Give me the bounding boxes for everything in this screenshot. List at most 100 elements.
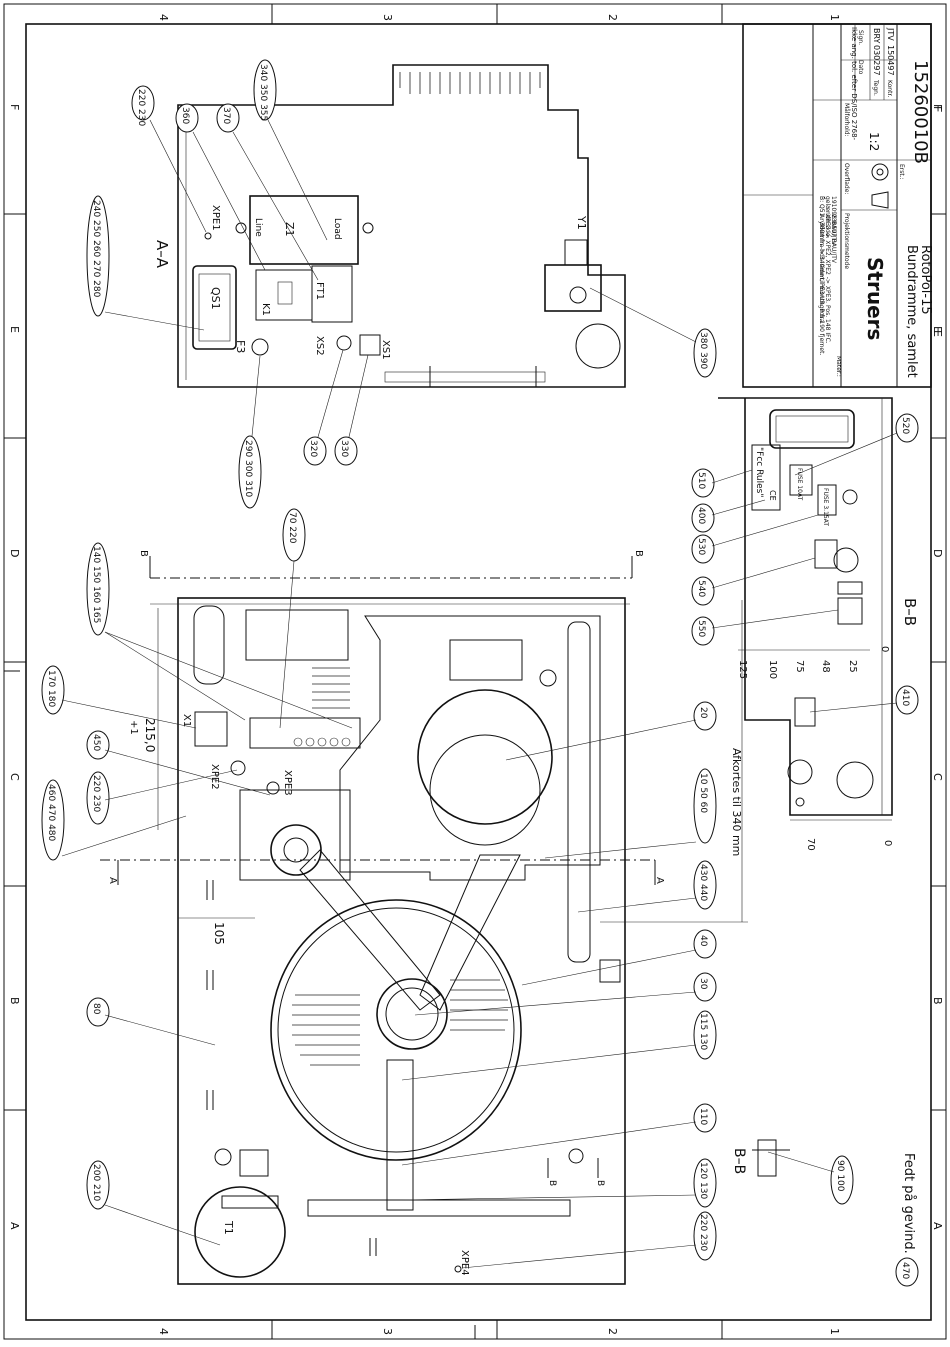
main-assembly-view: B B A A X1 XP: [100, 550, 665, 1285]
label-fuse-b: FUSE 3.15AT: [822, 488, 829, 526]
wheel-grille: [292, 979, 508, 1066]
dim-afkortes: Afkortes til 340 mm: [730, 748, 743, 856]
balloon-170-180: 170 180: [41, 665, 197, 729]
scale-48: 48: [820, 660, 831, 673]
scale-125: 125: [737, 660, 748, 679]
balloon-number: 430 440: [698, 864, 708, 901]
balloon-340-350-355: 340 350 355: [253, 59, 328, 241]
balloon-460-480: 460 470 480: [41, 779, 187, 861]
scale-25: 25: [847, 660, 858, 673]
dim-0: 0: [882, 840, 893, 846]
row-label-left-E: E: [8, 326, 21, 333]
section-aa-title: A–A: [153, 240, 171, 269]
balloon-220-230-a: 220 230: [131, 85, 207, 233]
scale-0: 0: [879, 646, 890, 652]
balloon-10-50-60: 10 50 60: [544, 768, 717, 859]
company-logo: Struers: [863, 257, 887, 340]
balloon-140-165: 140 150 160 165: [86, 542, 353, 729]
row-label-right-C: C: [931, 773, 944, 781]
balloon-number: 80: [91, 1003, 101, 1015]
balloon-number: 370: [221, 107, 231, 124]
drawing-title-line1: Bundramme, samlet: [904, 245, 919, 378]
balloon-115-130: 115 130: [401, 1010, 717, 1081]
rev-b-line2: gelænde side.: [824, 196, 831, 239]
frame-labels: 4 3 2 1 4 3 2 1 F E D C B A F E D C B A: [8, 14, 944, 1335]
label-xs1: XS1: [380, 340, 391, 360]
balloon-240-280: 240 250 260 270 280: [86, 195, 205, 331]
balloon-number: 220 230: [136, 89, 146, 126]
balloon-number: 40: [698, 935, 708, 947]
section-bb-view: "Fcc Rules" CE FUSE 10AT FUSE 3.15AT 125…: [718, 397, 919, 851]
tolerance-header: Målforhold:: [843, 103, 850, 137]
balloon-number: 120 130: [698, 1162, 708, 1199]
balloon-number: 20: [698, 707, 708, 719]
balloon-520: 520: [794, 413, 919, 476]
balloon-30: 30: [414, 972, 717, 1016]
balloon-70-220: 70 220: [279, 508, 306, 729]
balloon-110: 110: [401, 1103, 717, 1166]
checked-label: Kontr.: [886, 80, 893, 97]
material-header: Mater.:: [835, 356, 842, 377]
drawing-title-line2: RotoPol-15: [918, 245, 933, 315]
balloon-220-230-c: 220 230: [461, 1211, 717, 1269]
label-f3: F3: [234, 340, 247, 353]
balloon-number: 220 230: [91, 775, 101, 812]
cut-b-left: B: [138, 550, 149, 557]
balloon-530: 530: [691, 514, 819, 564]
row-label-left-D: D: [8, 549, 21, 557]
balloon-20: 20: [505, 701, 717, 761]
balloon-number: 200 210: [91, 1164, 101, 1201]
scale-75: 75: [794, 660, 805, 673]
row-label-right-E: E: [931, 326, 944, 333]
balloon-510: 510: [691, 468, 753, 498]
label-qs1: QS1: [209, 287, 222, 310]
label-ft1: FT1: [314, 282, 325, 300]
dim-215: 215,0: [143, 718, 157, 752]
note-grease: Fedt på gevind.: [901, 1153, 916, 1254]
dim-105: 105: [212, 922, 226, 945]
label-z1-line: Line: [253, 218, 263, 237]
balloon-number: 220 230: [698, 1214, 708, 1251]
section-aa-view: QS1 XPE1 Line Z1 Load K1 FT1 F3 XS2 XS1 …: [153, 64, 626, 388]
balloon-number: 360: [180, 107, 190, 124]
balloon-number: 115 130: [698, 1013, 708, 1050]
drawn-sign: BRY: [872, 28, 881, 44]
label-xpe1: XPE1: [210, 205, 221, 231]
balloon-410: 410: [809, 685, 919, 715]
checked-sign: JTV: [886, 27, 895, 41]
balloon-number: 30: [698, 978, 708, 990]
col-label-top-4: 4: [157, 14, 170, 21]
title-block: B: Q51 rykket fra hds. side til montage …: [742, 23, 944, 388]
drawn-date: 030297: [872, 45, 881, 76]
col-label-top-2: 2: [606, 14, 619, 21]
item-balloons: 220 230 360 370 340 350 355 240 250 260 …: [41, 59, 919, 1287]
checked-date: 150497: [886, 45, 895, 76]
label-z1: Z1: [283, 222, 296, 237]
balloon-number: 530: [696, 538, 706, 555]
balloon-80: 80: [86, 997, 216, 1046]
balloon-number: 510: [696, 472, 706, 489]
scale-value: 1:2: [867, 132, 881, 151]
row-label-left-B: B: [8, 997, 21, 1005]
reference-header: Erst.:: [898, 164, 905, 180]
row-label-left-C: C: [8, 773, 21, 781]
rev-a-line2: XPE3 -> XPE2, XPE2 -> XPE3. Pos. 148 IFC…: [824, 214, 831, 344]
label-z1-load: Load: [332, 218, 342, 240]
drawing-number: 15260010B: [910, 60, 931, 164]
balloon-290-310: 290 300 310: [238, 355, 262, 509]
balloon-number: 10 50 60: [698, 773, 708, 813]
cut-b-small-right: B: [595, 1180, 605, 1186]
drawn-label: Tegn.: [872, 79, 879, 96]
label-t1: T1: [222, 1220, 235, 1235]
title-row-e: E: [931, 330, 944, 337]
balloon-120-130: 120 130: [399, 1158, 717, 1208]
label-ce: CE: [768, 490, 777, 501]
balloon-90-100: 90 100: [767, 1151, 854, 1205]
balloon-number: 140 150 160 165: [91, 546, 101, 623]
col-label-bottom-4: 4: [157, 1328, 170, 1335]
balloon-40: 40: [521, 929, 717, 986]
cut-a-right: A: [654, 877, 665, 884]
date-header: Dato: [857, 60, 864, 75]
balloon-370: 370: [216, 103, 319, 281]
